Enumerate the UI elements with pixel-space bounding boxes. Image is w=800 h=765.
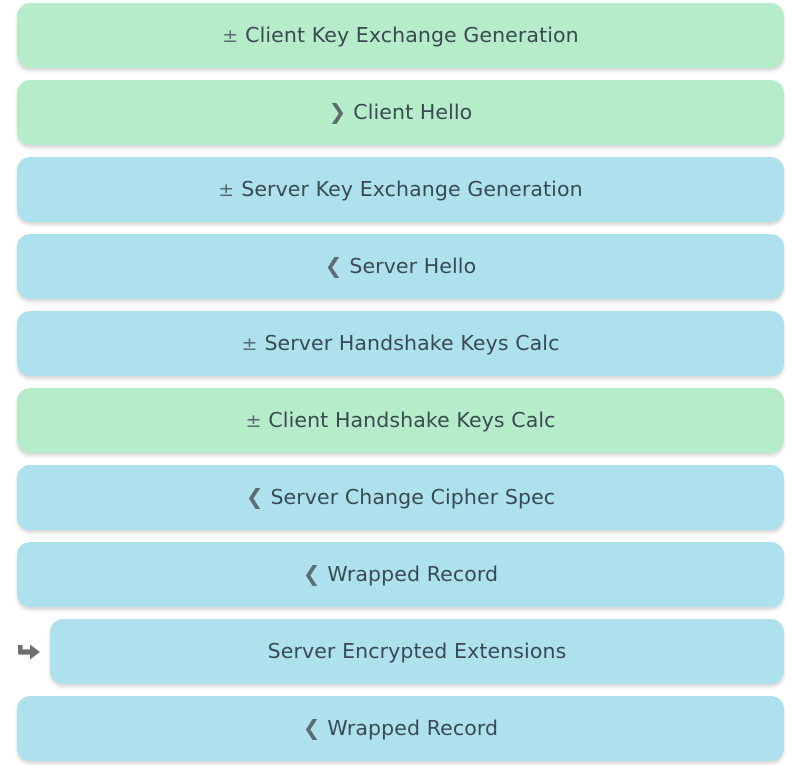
bar-content: ± Server Handshake Keys Calc [242, 333, 560, 354]
handshake-message-bar[interactable]: ❮Wrapped Record [17, 542, 784, 607]
bar-content: ± Client Key Exchange Generation [222, 25, 579, 46]
handshake-message-label: Server Change Cipher Spec [270, 485, 556, 509]
bar-content: ❮Server Hello [325, 256, 477, 277]
timeline-row: ❮Server Hello [0, 234, 800, 299]
handshake-message-label: Server Key Exchange Generation [241, 177, 583, 201]
handshake-message-label: Client Hello [353, 100, 473, 124]
timeline-row: ± Server Key Exchange Generation [0, 157, 800, 222]
bar-content: ❮Wrapped Record [303, 564, 498, 585]
handshake-message-bar[interactable]: ± Client Key Exchange Generation [17, 3, 784, 68]
bar-content: ± Client Handshake Keys Calc [245, 410, 555, 431]
handshake-message-label: Wrapped Record [327, 562, 499, 586]
handshake-message-label: Client Handshake Keys Calc [268, 408, 556, 432]
timeline-row: ❯Client Hello [0, 80, 800, 145]
handshake-message-bar[interactable]: ± Server Handshake Keys Calc [17, 311, 784, 376]
bar-content: Server Encrypted Extensions [268, 641, 567, 662]
key-generation-icon: ± [241, 333, 258, 355]
handshake-message-bar[interactable]: ± Server Key Exchange Generation [17, 157, 784, 222]
timeline-row: ❮Server Change Cipher Spec [0, 465, 800, 530]
handshake-message-label: Server Handshake Keys Calc [264, 331, 560, 355]
timeline-row: ❮Wrapped Record [0, 696, 800, 761]
timeline-row: ± Client Key Exchange Generation [0, 3, 800, 68]
handshake-message-bar[interactable]: Server Encrypted Extensions [50, 619, 784, 684]
bar-content: ❮Server Change Cipher Spec [246, 487, 555, 508]
key-generation-icon: ± [245, 410, 262, 432]
handshake-message-bar[interactable]: ± Client Handshake Keys Calc [17, 388, 784, 453]
chevron-left-icon: ❮ [324, 254, 343, 278]
handshake-message-label: Server Hello [349, 254, 477, 278]
arrow-right-icon [14, 637, 44, 667]
bar-content: ❮Wrapped Record [303, 718, 498, 739]
handshake-message-bar[interactable]: ❮Wrapped Record [17, 696, 784, 761]
chevron-left-icon: ❮ [302, 716, 321, 740]
key-generation-icon: ± [218, 179, 235, 201]
chevron-left-icon: ❮ [302, 562, 321, 586]
handshake-message-label: Wrapped Record [327, 716, 499, 740]
bar-content: ❯Client Hello [329, 102, 473, 123]
chevron-right-icon: ❯ [328, 100, 347, 124]
bar-content: ± Server Key Exchange Generation [218, 179, 582, 200]
timeline-row: Server Encrypted Extensions [0, 619, 800, 684]
timeline-row: ± Client Handshake Keys Calc [0, 388, 800, 453]
timeline-row: ± Server Handshake Keys Calc [0, 311, 800, 376]
handshake-message-label: Client Key Exchange Generation [245, 23, 579, 47]
timeline-row: ❮Wrapped Record [0, 542, 800, 607]
handshake-message-label: Server Encrypted Extensions [267, 639, 567, 664]
handshake-message-bar[interactable]: ❮Server Change Cipher Spec [17, 465, 784, 530]
handshake-message-bar[interactable]: ❮Server Hello [17, 234, 784, 299]
handshake-message-bar[interactable]: ❯Client Hello [17, 80, 784, 145]
key-generation-icon: ± [222, 25, 239, 47]
chevron-left-icon: ❮ [245, 485, 264, 509]
